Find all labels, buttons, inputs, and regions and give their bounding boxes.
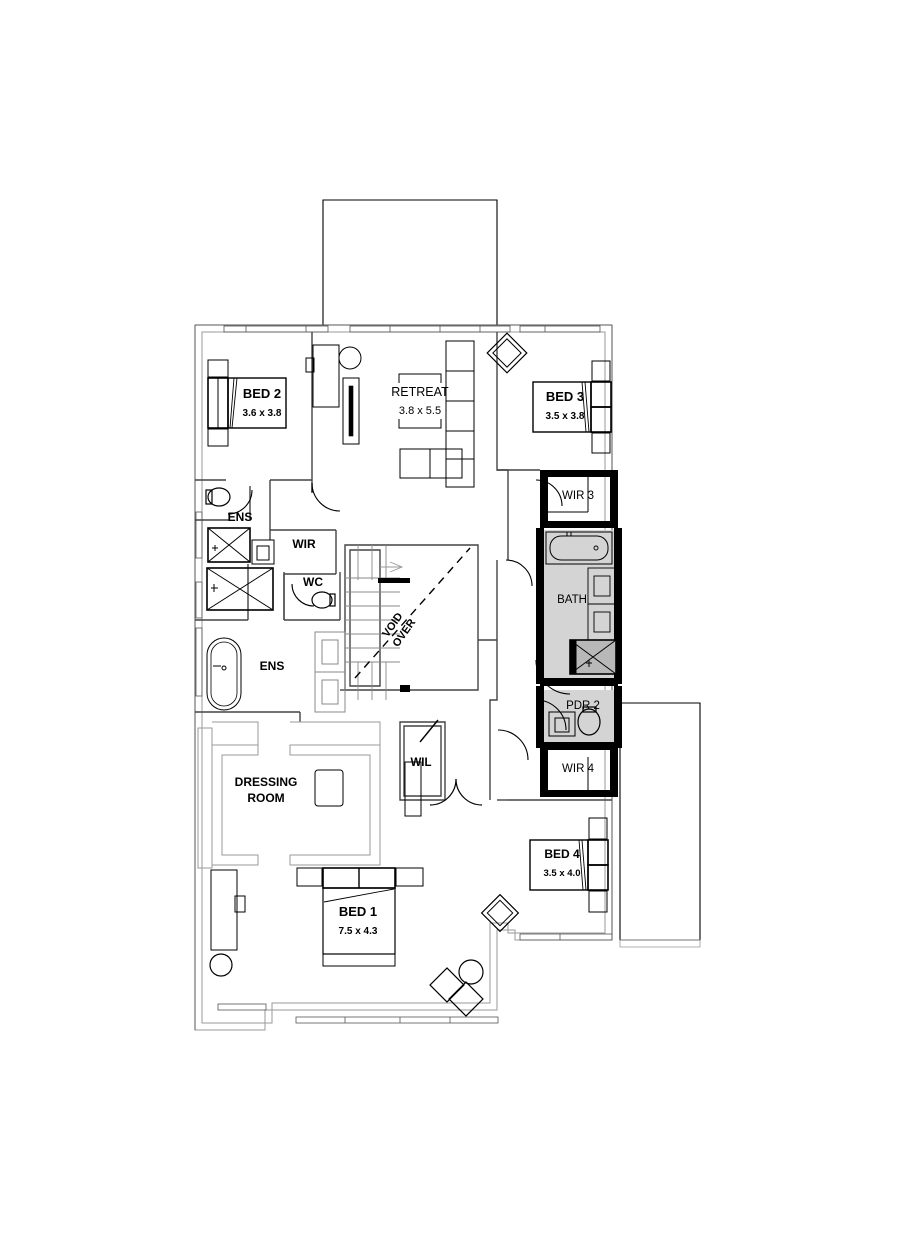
label-bed3: BED 3: [546, 389, 584, 404]
label-bath: BATH: [557, 594, 587, 606]
window-markers-left: [195, 511, 203, 697]
dim-bed2: 3.6 x 3.8: [243, 408, 282, 419]
stair-landing-edge: [378, 578, 410, 692]
label-bed2: BED 2: [243, 386, 281, 401]
label-pdr2: PDR 2: [566, 700, 600, 712]
label-wil: WIL: [410, 757, 431, 769]
label-wc: WC: [303, 575, 323, 589]
label-wir3: WIR 3: [562, 490, 594, 502]
bed4-furniture: [480, 817, 609, 933]
label-ens-main: ENS: [260, 659, 285, 673]
dressing-room-island: [314, 769, 344, 807]
dim-retreat: 3.8 x 5.5: [399, 405, 441, 417]
internal-walls: [195, 332, 612, 801]
retreat-dim-brackets: [398, 373, 442, 429]
dim-bed1: 7.5 x 4.3: [339, 926, 378, 937]
door-swings: [227, 479, 571, 806]
dim-bed3: 3.5 x 3.8: [546, 411, 585, 422]
ens-fixtures-left: [205, 487, 346, 713]
label-dressing-room-line2: ROOM: [247, 791, 284, 805]
window-markers-top: [223, 325, 601, 333]
dim-bed4: 3.5 x 4.0: [544, 868, 581, 879]
lower-right-protrusion-outline: [619, 702, 701, 948]
label-ens-upper: ENS: [228, 510, 253, 524]
dressing-room-joinery: [197, 721, 381, 869]
retreat-furniture: [399, 340, 475, 488]
window-markers-bottom: [217, 933, 613, 1024]
void-dashed-line: [354, 547, 471, 679]
room-labels: BED 2 3.6 x 3.8 RETREAT 3.8 x 5.5 BED 3 …: [228, 385, 600, 937]
label-wir: WIR: [292, 537, 316, 551]
bed3-furniture: [486, 332, 612, 454]
label-dressing-room-line1: DRESSING: [235, 775, 298, 789]
bed1-furniture: [209, 761, 484, 1017]
bed2-furniture: [207, 344, 362, 447]
label-bed4: BED 4: [544, 847, 580, 861]
bath-fixtures: [545, 477, 617, 790]
label-wir4: WIR 4: [562, 763, 595, 775]
label-bed1: BED 1: [339, 904, 377, 919]
label-retreat: RETREAT: [391, 385, 449, 399]
heavy-walls-right-wing: [536, 470, 622, 797]
